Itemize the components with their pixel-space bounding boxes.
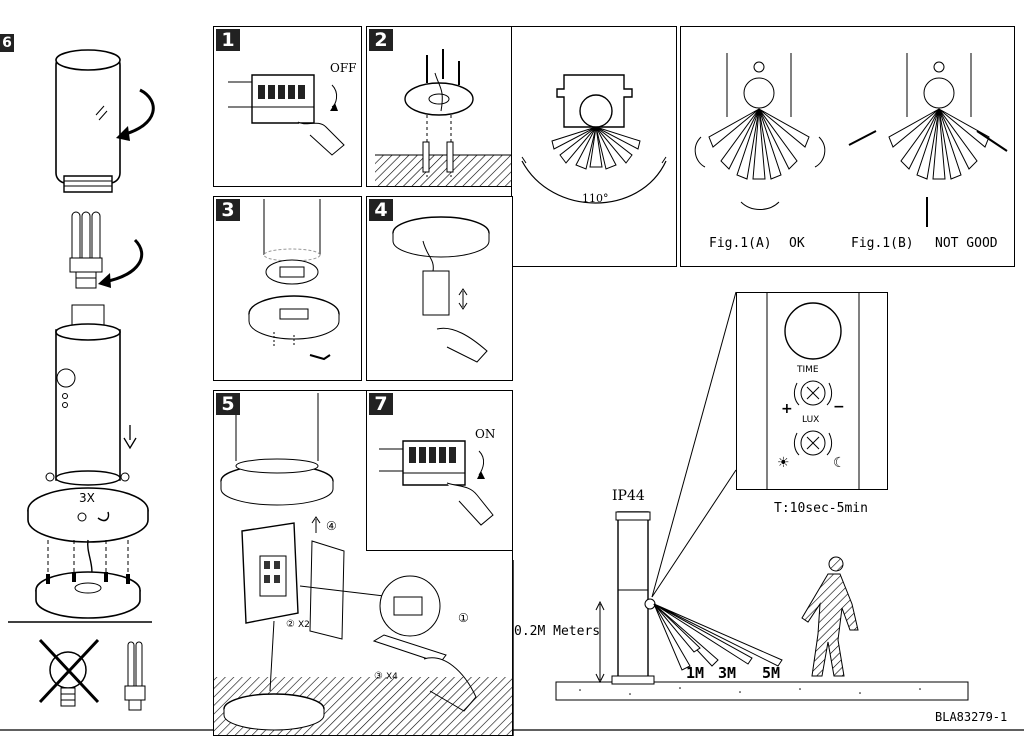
step-2-panel: 2 [366, 26, 513, 187]
breaker-on-drawing [367, 391, 513, 551]
pedestrian-icon [802, 557, 858, 676]
step-7-panel: 7 ON [366, 390, 513, 551]
anchor-mount-drawing [375, 27, 512, 186]
wiring-drawing [214, 391, 512, 735]
sub-step-2: ② [286, 619, 295, 630]
base-plate-drawing [214, 197, 362, 381]
angle-label: 110° [582, 192, 609, 205]
ip44-label: IP44 [612, 488, 645, 504]
sun-icon: ☀ [777, 455, 790, 471]
fig1-drawing [681, 27, 1015, 267]
sensor-angle-drawing [512, 27, 677, 267]
no-incandescent-bulb-icon [0, 0, 210, 742]
distance-1m-label: 1M [686, 664, 705, 682]
time-minus-label: − [833, 399, 845, 415]
off-label: OFF [330, 61, 357, 75]
time-plus-label: + [781, 401, 793, 417]
sub-step-3: ③ [374, 671, 383, 682]
fig1-orientation-panel: Fig.1(A) OK Fig.1(B) NOT GOOD [680, 26, 1015, 267]
assembly-drawing [0, 0, 210, 742]
left-assembly-column: 6 [0, 0, 210, 742]
lux-label: LUX [802, 415, 820, 425]
moon-icon: ☾ [833, 455, 846, 471]
sensor-angle-panel: 110° [511, 26, 677, 267]
step-1-panel: 1 OFF [213, 26, 362, 187]
step-3-panel: 3 [213, 196, 362, 381]
breaker-off-drawing [214, 27, 362, 187]
detection-drawing [520, 480, 1020, 710]
step-number-6: 6 [0, 34, 14, 52]
callout-drawing [737, 293, 889, 491]
step-4-panel: 4 [366, 196, 513, 381]
detection-scene [520, 480, 1020, 710]
timer-range-label: T:10sec-5min [774, 501, 868, 516]
distance-5m-label: 5M [762, 664, 781, 682]
document-code: BLA83279-1 [935, 710, 1008, 724]
cfl-bulb-icon [0, 0, 210, 742]
step-number-2: 2 [369, 29, 393, 51]
on-label: ON [475, 427, 496, 441]
distance-3m-label: 3M [718, 664, 737, 682]
fig1a-ok-label: OK [789, 236, 805, 251]
fig1b-not-good-label: NOT GOOD [935, 236, 998, 251]
time-label: TIME [797, 365, 819, 375]
driver-box-drawing [367, 197, 513, 381]
x2-label: X2 [298, 620, 310, 630]
step-number-5: 5 [216, 393, 240, 415]
step-number-4: 4 [369, 199, 393, 221]
fig1a-label: Fig.1(A) [709, 236, 772, 251]
step-number-1: 1 [216, 29, 240, 51]
step-number-7: 7 [369, 393, 393, 415]
sensor-controls-callout: TIME + − LUX ☀ ☾ [736, 292, 888, 490]
screws-3x-label: 3X [79, 491, 95, 505]
step-number-3: 3 [216, 199, 240, 221]
fig1b-label: Fig.1(B) [851, 236, 914, 251]
sensor-height-label: 0.2M Meters [514, 624, 601, 639]
sub-step-4: ④ [326, 519, 337, 533]
sub-step-1: ① [458, 611, 469, 625]
